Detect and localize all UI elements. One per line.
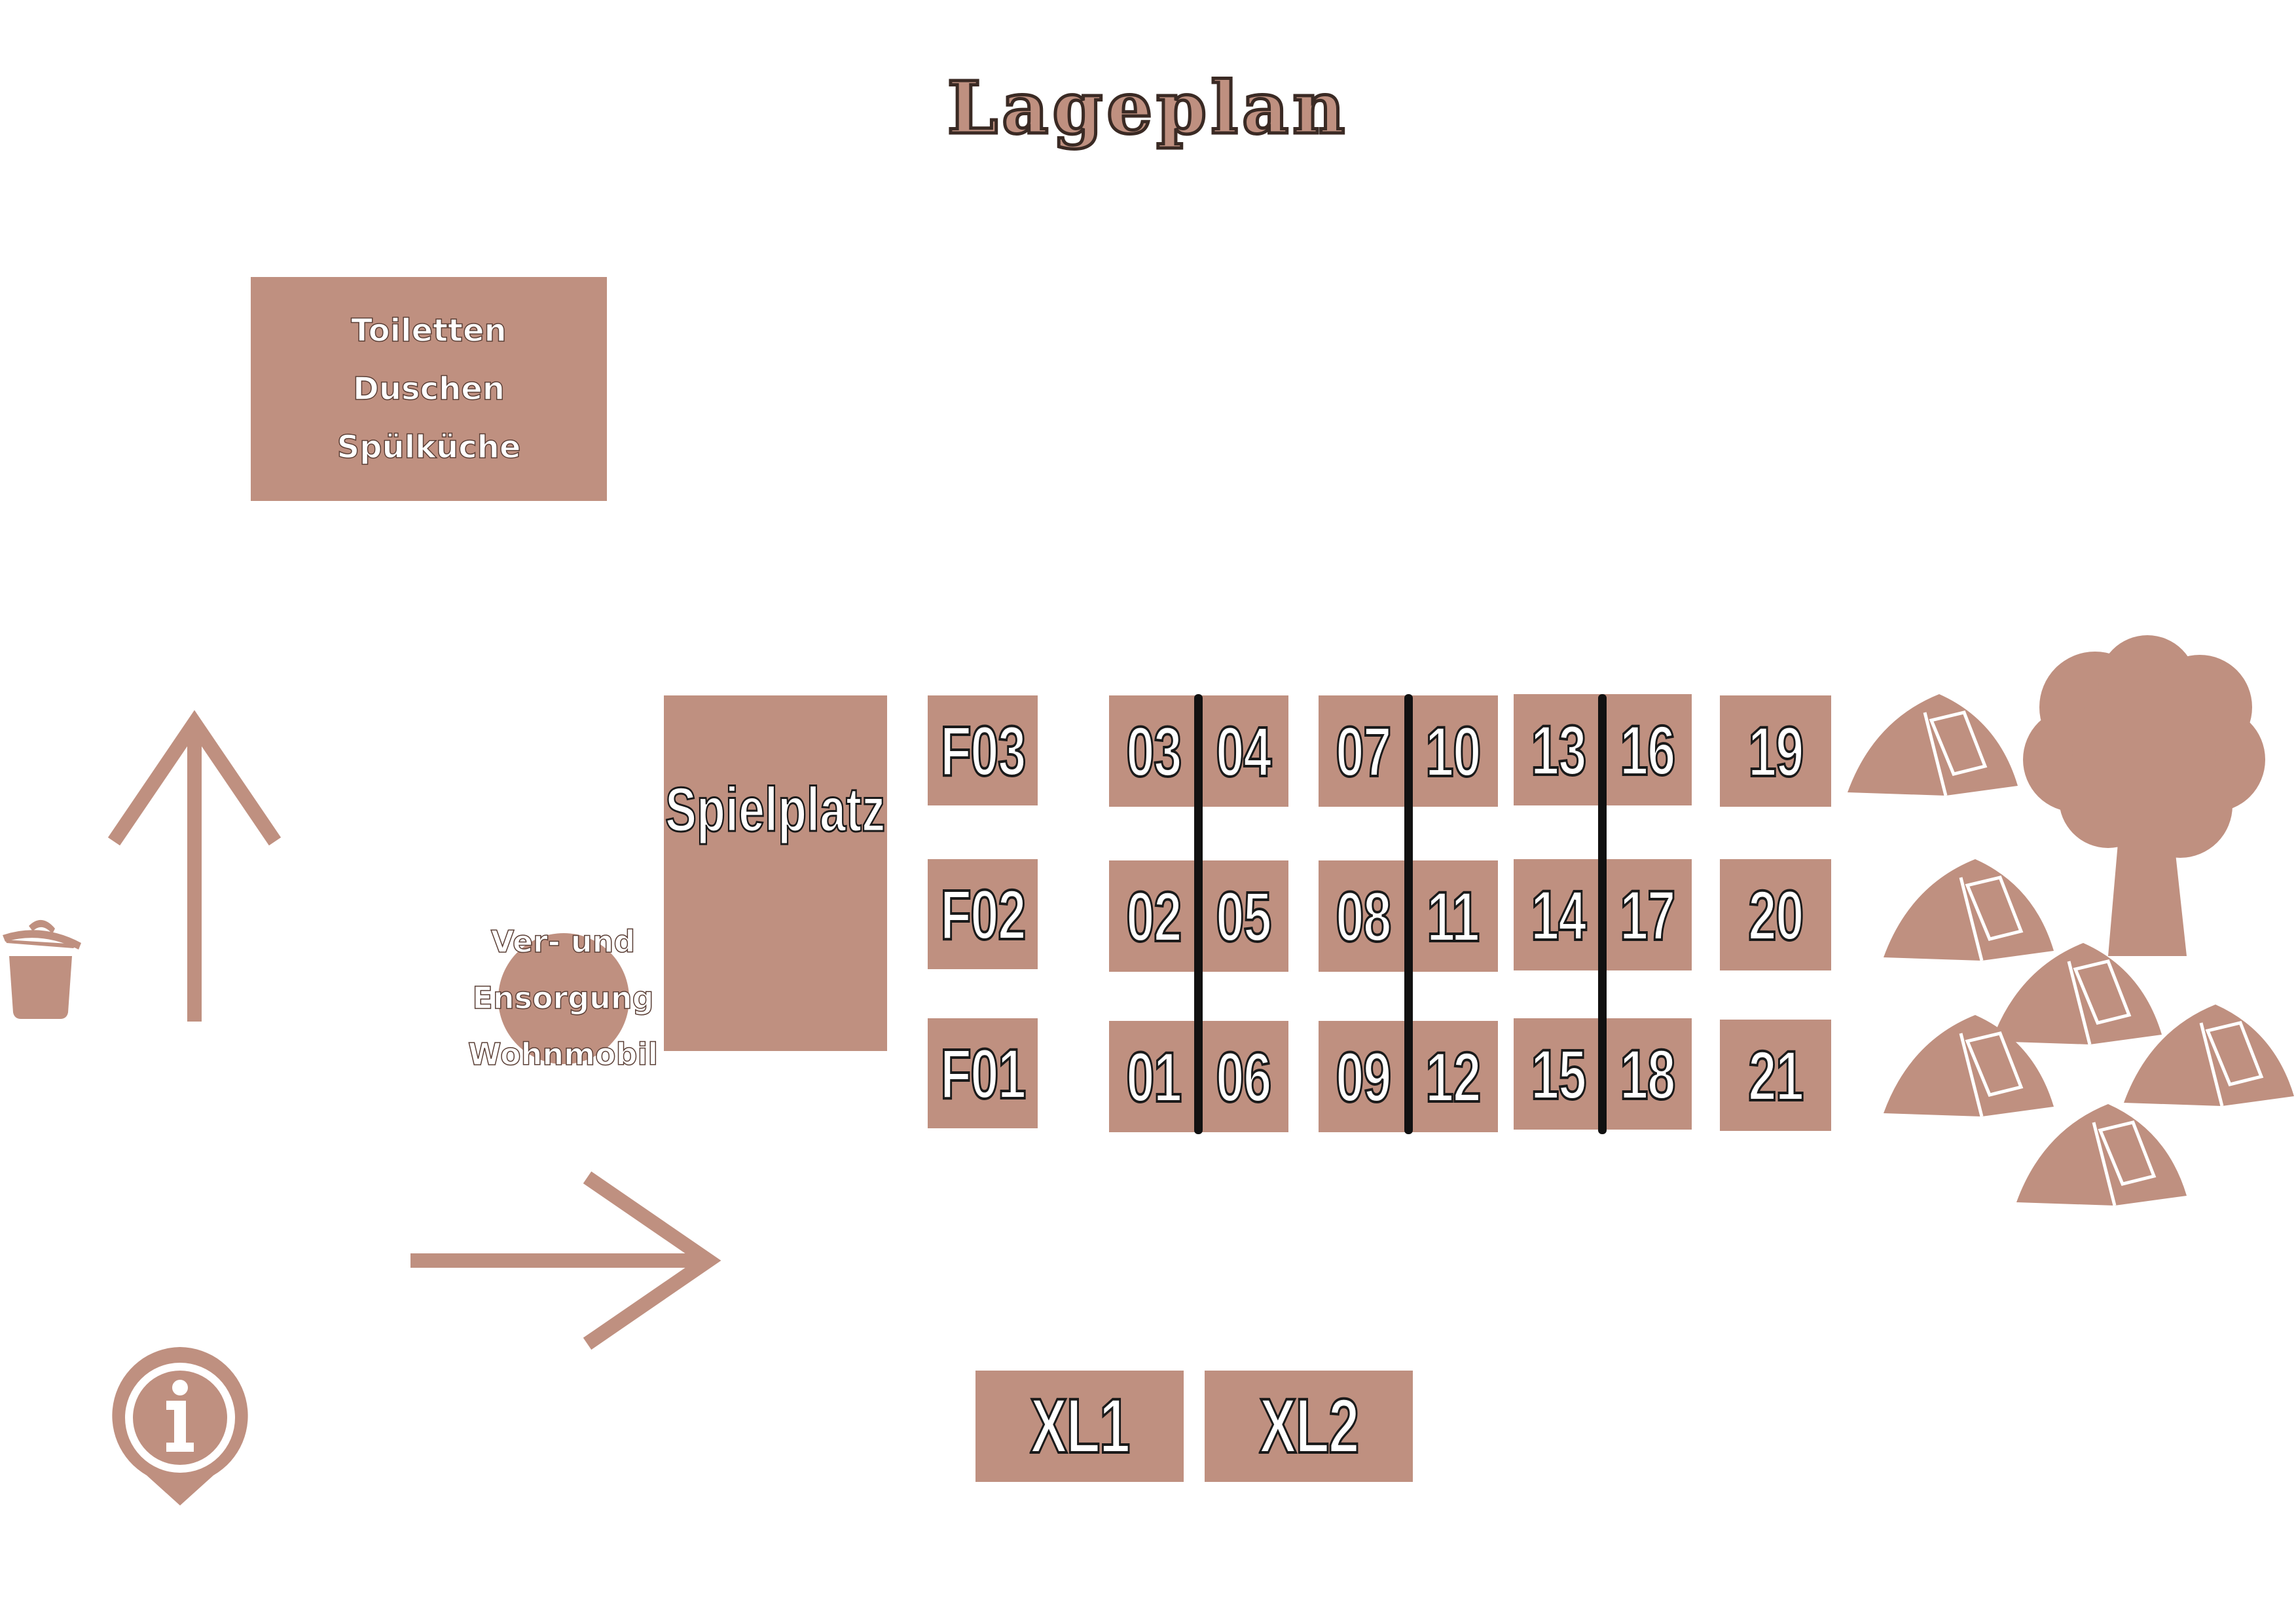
facility-toilets: Toiletten: [351, 312, 507, 350]
facilities-block[interactable]: Toiletten Duschen Spülküche: [251, 277, 607, 501]
pitch-06[interactable]: 06: [1199, 1021, 1288, 1132]
pitch-12[interactable]: 12: [1408, 1021, 1498, 1132]
tent-icon: [2124, 1005, 2294, 1107]
pitch-20[interactable]: 20: [1720, 859, 1831, 970]
tent-icon: [1992, 943, 2162, 1045]
trash-icon: [3, 919, 81, 1019]
pitch-21[interactable]: 21: [1720, 1020, 1831, 1131]
service-line-1: Ver- und: [490, 923, 636, 960]
pitch-02[interactable]: 02: [1109, 860, 1199, 972]
service-line-2: Ensorgung: [472, 980, 655, 1016]
tent-icon: [1884, 1015, 2054, 1117]
tent-icon: [1884, 859, 2054, 961]
tree-icon: [2023, 635, 2265, 956]
playground-label: Spielplatz: [665, 774, 886, 846]
pitch-08[interactable]: 08: [1319, 860, 1408, 972]
pitch-XL2[interactable]: XL2: [1205, 1371, 1413, 1482]
pitch-divider-1: [1194, 694, 1203, 1134]
pitch-divider-3: [1598, 694, 1607, 1134]
facility-showers: Duschen: [352, 370, 505, 408]
pitch-09[interactable]: 09: [1319, 1021, 1408, 1132]
tent-icon: [2016, 1104, 2187, 1206]
pitch-divider-2: [1404, 694, 1413, 1134]
pitch-16[interactable]: 16: [1603, 694, 1692, 805]
pitch-XL1[interactable]: XL1: [975, 1371, 1184, 1482]
service-line-3: Wohnmobil: [467, 1036, 659, 1073]
pitch-18[interactable]: 18: [1603, 1018, 1692, 1130]
service-station-marker: [498, 933, 629, 1064]
page-title: Lageplan: [945, 64, 1349, 152]
pitch-05[interactable]: 05: [1199, 860, 1288, 972]
pitch-15[interactable]: 15: [1514, 1018, 1603, 1130]
info-pin-icon: [112, 1347, 248, 1505]
pitch-F01[interactable]: F01: [928, 1018, 1038, 1128]
pitch-03[interactable]: 03: [1109, 695, 1199, 807]
pitch-F03[interactable]: F03: [928, 695, 1038, 805]
pitch-11[interactable]: 11: [1408, 860, 1498, 972]
pitch-07[interactable]: 07: [1319, 695, 1408, 807]
pitch-04[interactable]: 04: [1199, 695, 1288, 807]
pitch-F02[interactable]: F02: [928, 859, 1038, 969]
arrow-up-icon: [107, 710, 282, 1022]
pitch-13[interactable]: 13: [1514, 694, 1603, 805]
facility-kitchen: Spülküche: [337, 428, 521, 466]
pitch-17[interactable]: 17: [1603, 859, 1692, 970]
pitch-10[interactable]: 10: [1408, 695, 1498, 807]
service-station-label: Ver- und Ensorgung Wohnmobil: [432, 913, 694, 1082]
arrow-right-icon: [410, 1171, 721, 1350]
tent-icon: [1848, 694, 2018, 796]
pitch-19[interactable]: 19: [1720, 695, 1831, 807]
pitch-14[interactable]: 14: [1514, 859, 1603, 970]
pitch-01[interactable]: 01: [1109, 1021, 1199, 1132]
playground-area[interactable]: Spielplatz: [664, 695, 887, 1051]
